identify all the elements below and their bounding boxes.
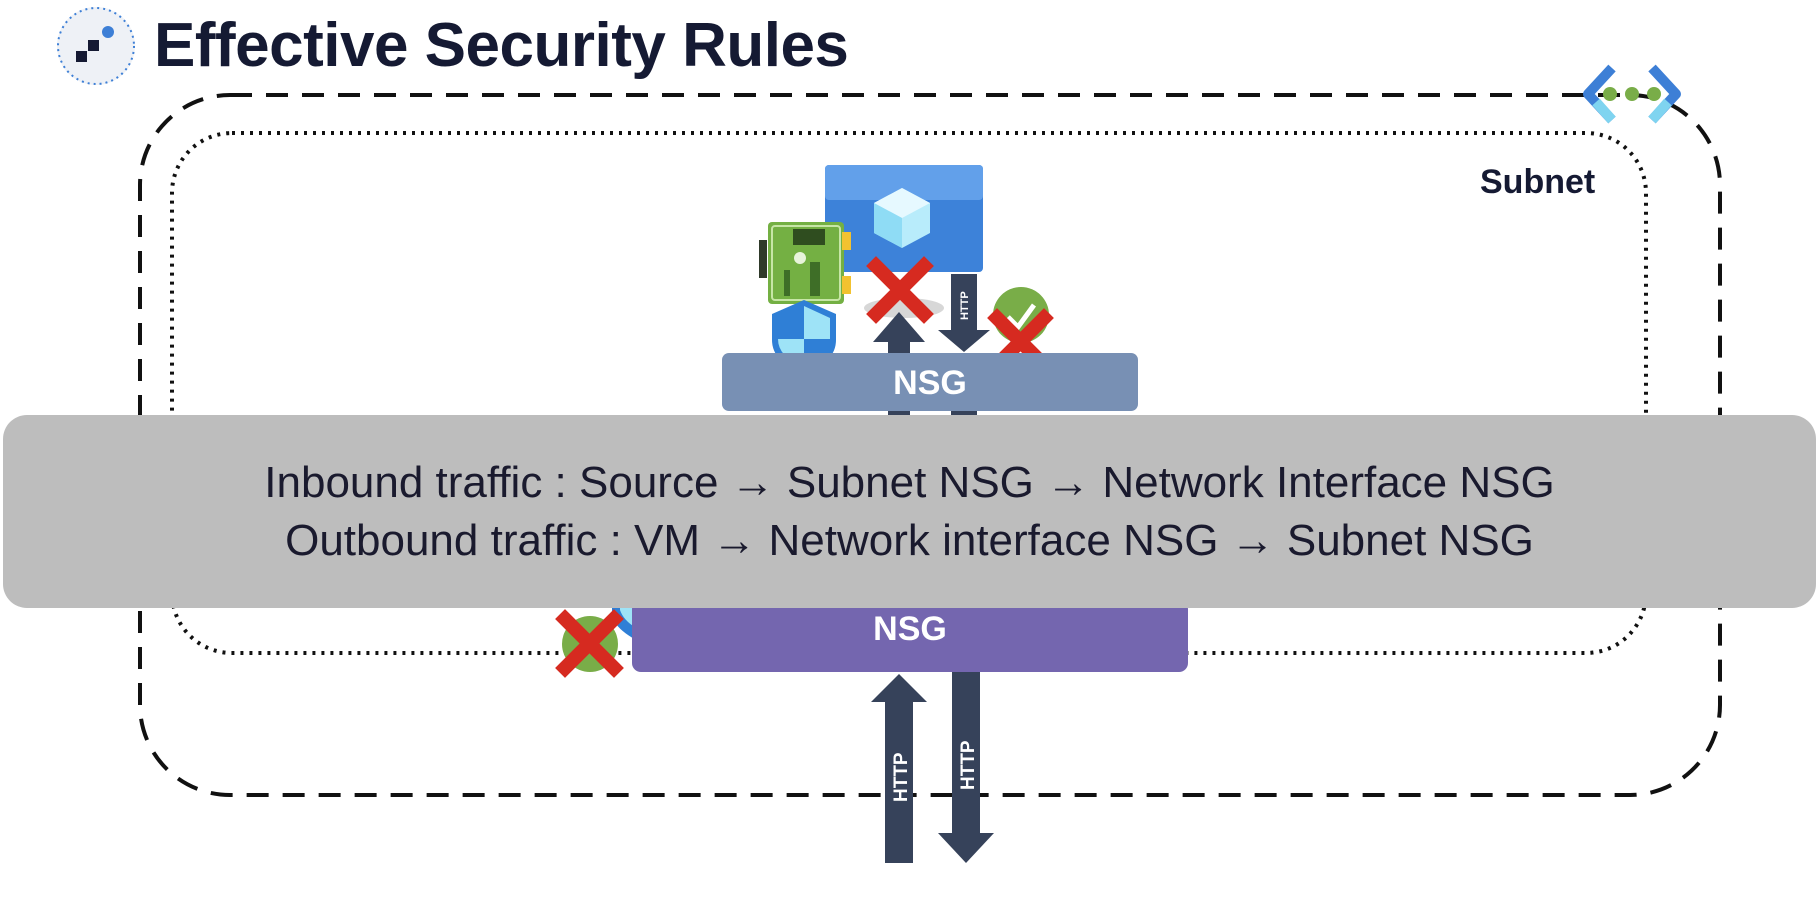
vnet-icon	[1583, 64, 1681, 124]
caption-outbound: Outbound traffic : VM → Network interfac…	[285, 515, 1534, 565]
subnet-label: Subnet	[1480, 163, 1596, 201]
caption-box: Inbound traffic : Source → Subnet NSG → …	[3, 415, 1816, 608]
nsg-subnet: NSG	[632, 600, 1188, 672]
arrow-subnet-outbound: HTTP	[938, 672, 994, 863]
arrow-subnet-inbound: HTTP	[871, 674, 927, 863]
page-title: Effective Security Rules	[154, 11, 849, 80]
nsg-network-interface: NSG	[722, 353, 1138, 411]
arrow-subnet-out-label: HTTP	[958, 740, 979, 790]
arrow-subnet-in-label: HTTP	[891, 752, 912, 802]
arrow-vm-out-label: HTTP	[959, 291, 971, 320]
logo-icon	[57, 7, 135, 85]
deny-icon	[555, 609, 624, 678]
vm-icon	[825, 165, 983, 318]
caption-inbound: Inbound traffic : Source → Subnet NSG → …	[264, 457, 1555, 507]
deny-icon	[866, 256, 934, 324]
nic-icon	[759, 222, 851, 304]
